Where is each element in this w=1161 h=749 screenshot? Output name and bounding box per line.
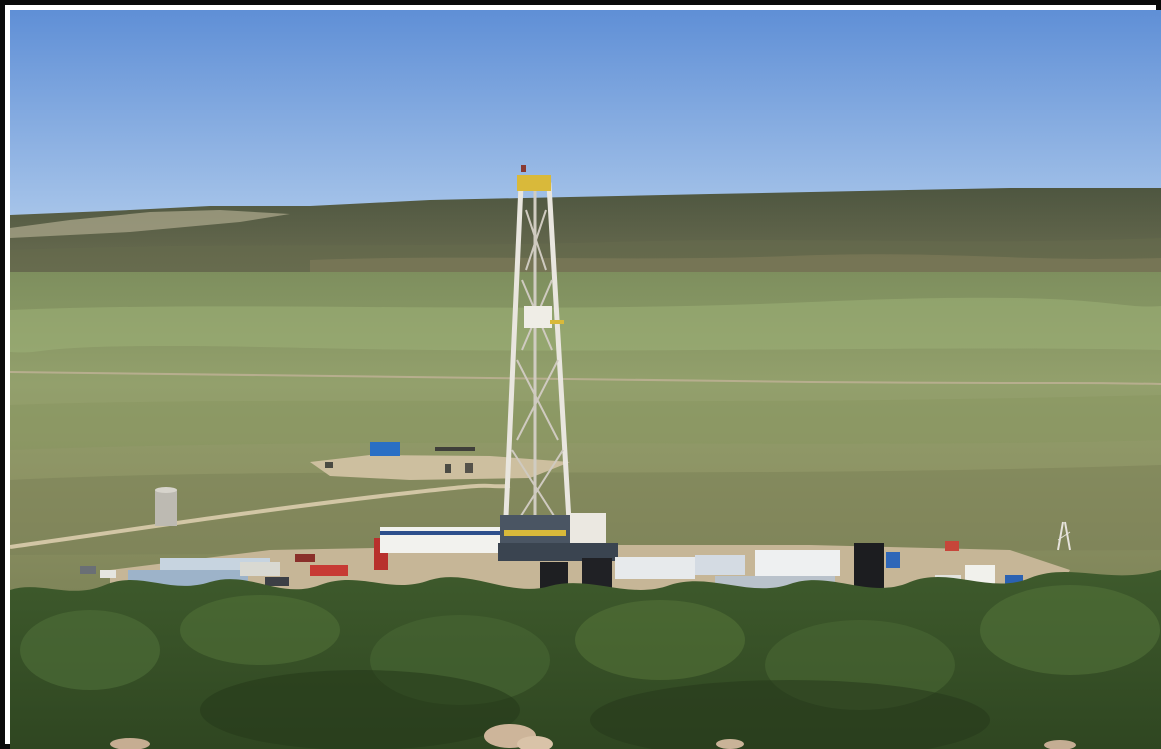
tree-clump: [575, 600, 745, 680]
ridge-band: [10, 238, 1161, 272]
drilling-rig: [498, 165, 618, 561]
photograph: [10, 10, 1161, 749]
rock: [517, 736, 553, 749]
trailer-stripe: [380, 531, 500, 535]
blue-equipment: [886, 552, 900, 568]
blue-container: [370, 442, 400, 456]
dirt-road-far: [10, 371, 1161, 385]
pipe-rack: [435, 447, 475, 451]
tree-clump: [20, 610, 160, 690]
sage-band: [10, 465, 1161, 555]
parked-car: [265, 577, 289, 586]
trailer: [240, 562, 280, 576]
parked-car: [295, 554, 315, 562]
rock: [110, 738, 150, 749]
parked-car: [80, 566, 96, 574]
dirt-road-near: [10, 483, 511, 549]
substructure: [498, 543, 618, 561]
small-tower: [1057, 521, 1071, 551]
small-tank: [465, 463, 473, 473]
tree-shadow: [200, 670, 520, 749]
green-patch: [10, 395, 1161, 450]
tree-clump: [180, 595, 340, 665]
office-trailer: [380, 527, 500, 553]
gravel-pad-distant: [310, 455, 570, 480]
flag: [521, 165, 526, 172]
crown-block: [517, 175, 551, 191]
landscape-scene: [10, 10, 1161, 749]
doghouse: [570, 513, 606, 543]
red-equipment: [945, 541, 959, 551]
rig-floor: [500, 515, 570, 543]
equipment-shed: [755, 550, 840, 576]
black-tank: [854, 543, 884, 591]
monkey-board: [524, 306, 552, 328]
pale-hill: [10, 210, 290, 238]
rock: [716, 739, 744, 749]
tree-shadow: [590, 680, 990, 749]
rig-floor-rail: [504, 530, 566, 536]
silo-top: [155, 487, 177, 493]
small-equipment: [325, 462, 333, 468]
equipment-shed: [695, 555, 745, 575]
green-patch: [10, 297, 1161, 353]
equipment-shed: [615, 557, 695, 579]
red-truck: [310, 565, 348, 576]
parked-car: [100, 570, 116, 578]
rock: [1044, 740, 1076, 749]
small-tank: [445, 464, 451, 473]
monkey-board-rail: [550, 320, 564, 324]
tree-clump: [980, 585, 1160, 675]
storage-silo: [155, 490, 177, 526]
